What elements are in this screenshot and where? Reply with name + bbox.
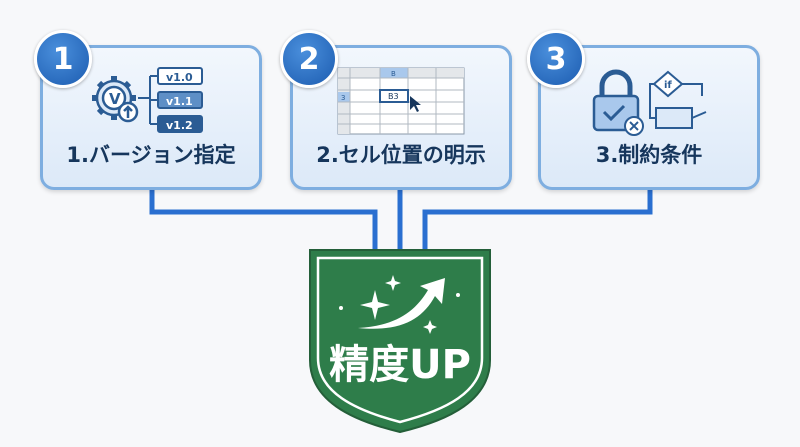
svg-text:B3: B3 [388,92,399,101]
gear-version-icon: V v1.0 v1.1 v1.2 [92,67,203,133]
svg-text:B: B [391,70,396,78]
svg-text:v1.0: v1.0 [166,71,193,84]
sparkle-icon [339,275,460,334]
step-number-badge: 1 [34,30,92,88]
step-number-badge: 2 [280,30,338,88]
step-label: 2.セル位置の明示 [316,143,486,167]
cursor-icon [410,96,421,112]
accuracy-up-shield: 精度UP [309,249,491,434]
step-label: 1.バージョン指定 [66,143,236,167]
step-card-cell: B 3 B3 2.セル位置の明示 [290,45,512,190]
up-arrow-icon [358,278,445,329]
svg-text:v1.2: v1.2 [166,119,193,132]
svg-text:3: 3 [341,94,345,102]
spreadsheet-icon: B 3 B3 [337,67,465,135]
result-label: 精度UP [329,342,471,388]
svg-text:v1.1: v1.1 [166,95,193,108]
svg-text:if: if [664,80,672,91]
svg-text:V: V [109,90,121,108]
step-label: 3.制約条件 [595,143,703,167]
step-card-constraint: if 3.制約条件 [538,45,760,190]
lock-condition-icon: if [592,69,707,136]
step-number-badge: 3 [527,30,585,88]
